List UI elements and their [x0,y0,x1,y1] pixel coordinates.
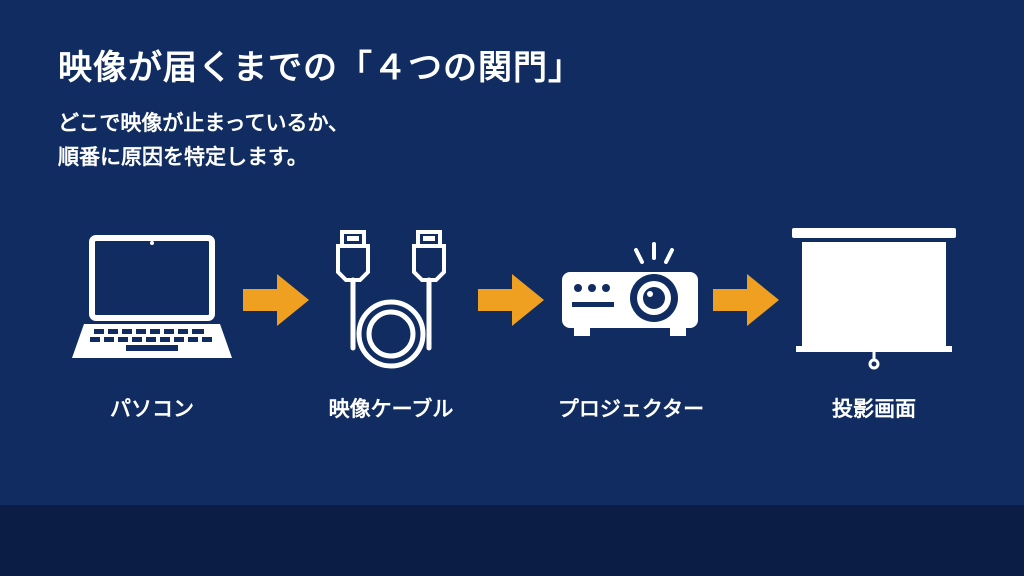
step-label-pc: パソコン [110,397,194,421]
flow-arrow-1 [243,274,309,326]
subtitle-line-2: 順番に原因を特定します。 [58,145,308,169]
flow-arrow-2 [478,274,544,326]
projector-icon [562,242,698,336]
flow-arrow-3 [713,274,779,326]
subtitle-line-1: どこで映像が止まっているか、 [58,111,350,135]
step-label-screen: 投影画面 [832,397,916,421]
hdmi-cable-icon [336,230,446,369]
subtitle: どこで映像が止まっているか、 順番に原因を特定します。 [58,106,349,174]
projection-screen-icon [792,228,956,370]
step-label-projector: プロジェクター [557,397,705,421]
footer-band [0,505,1024,576]
page-title: 映像が届くまでの「４つの関門」 [58,48,583,88]
step-label-cable: 映像ケーブル [328,397,454,421]
laptop-icon [72,235,232,358]
